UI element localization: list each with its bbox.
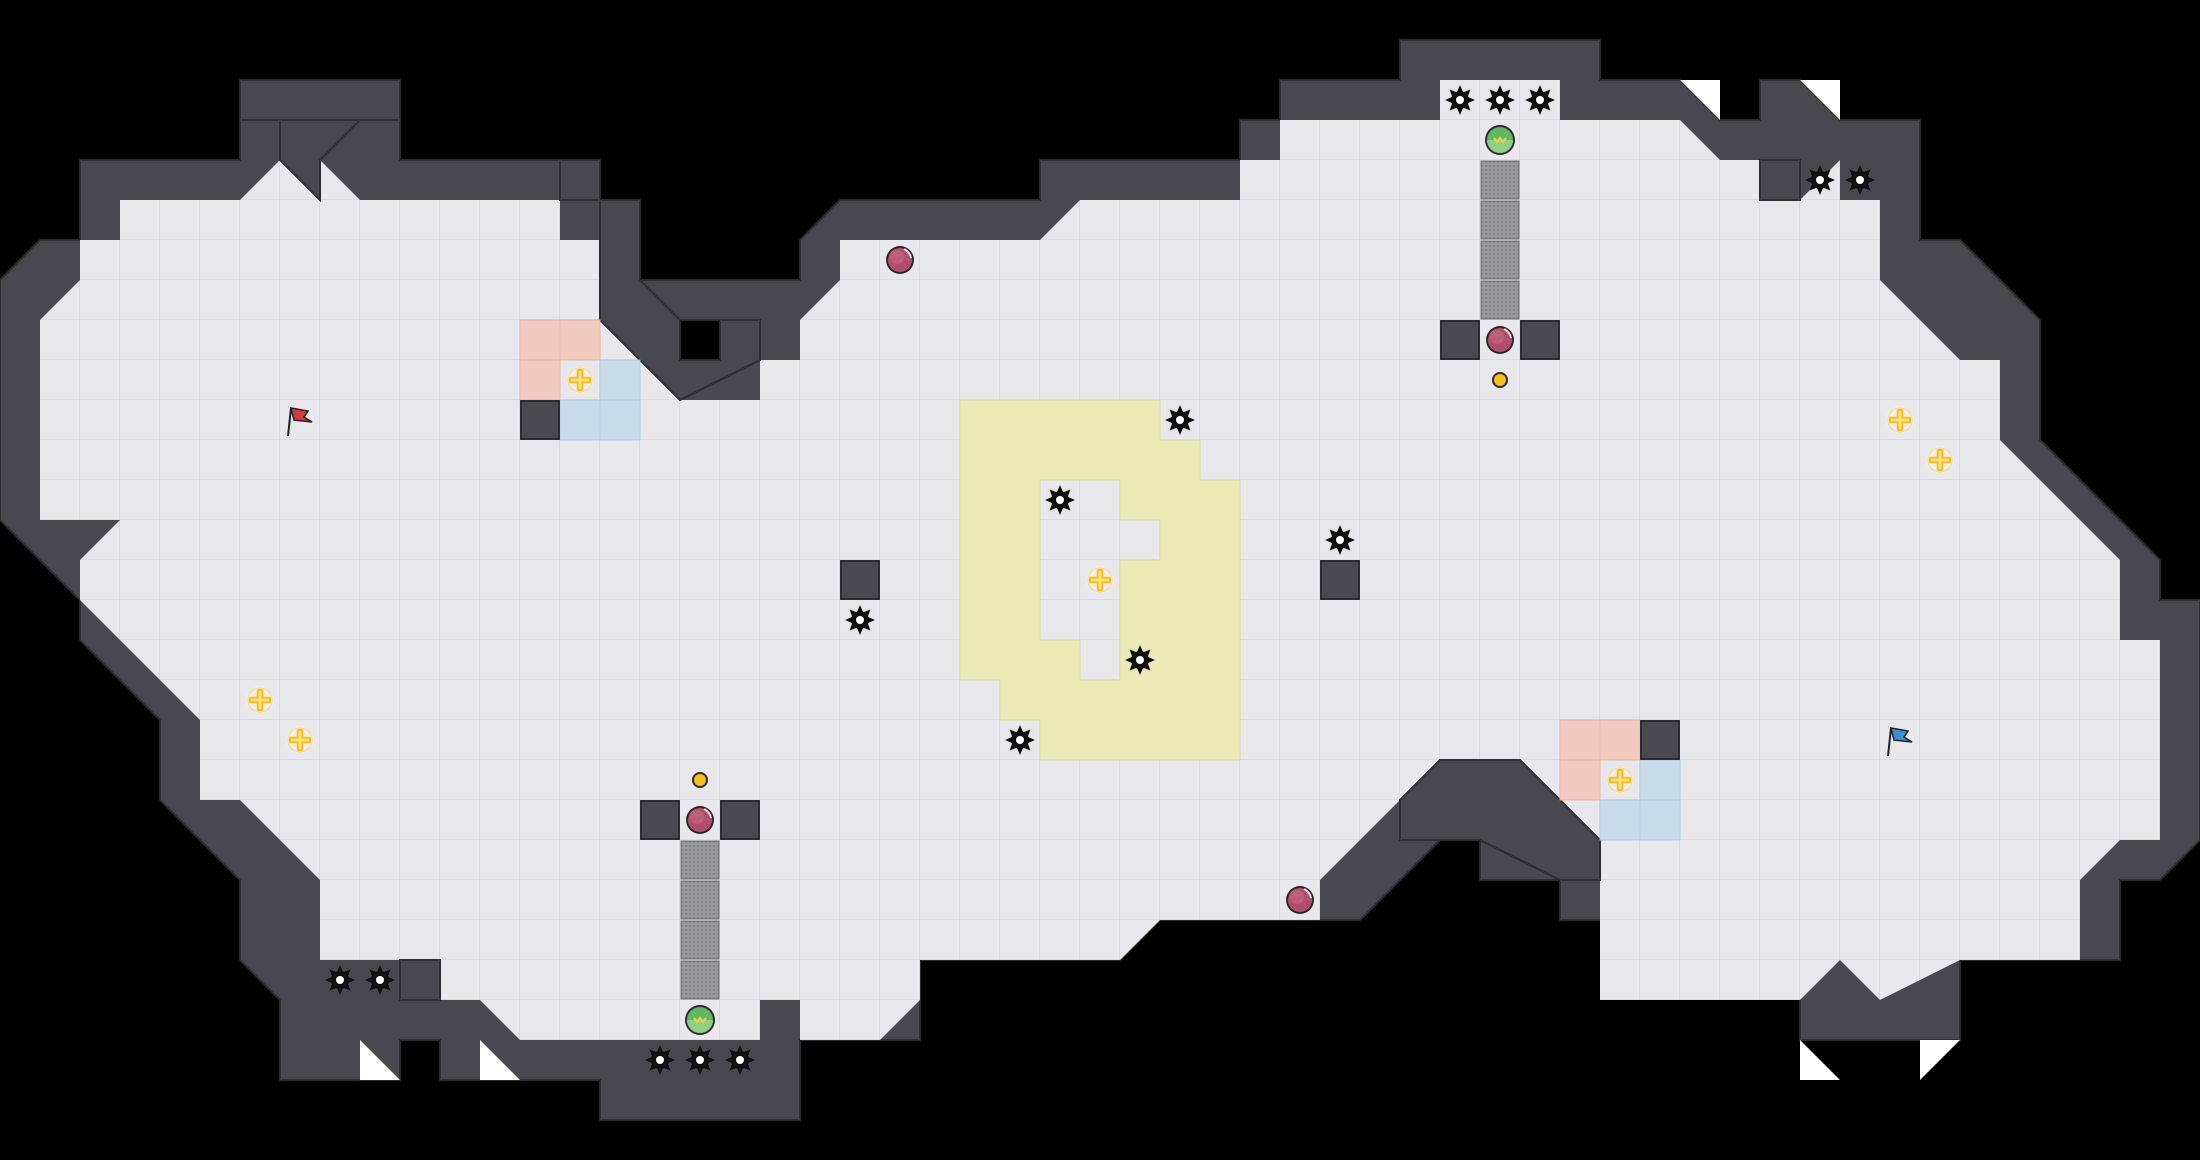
floor bbox=[40, 80, 2160, 1040]
spike-icon bbox=[1525, 85, 1555, 115]
hazard-zone bbox=[959, 399, 1241, 761]
gate-icon bbox=[1480, 200, 1520, 240]
spike-icon bbox=[1845, 165, 1875, 195]
boost-icon bbox=[1483, 123, 1517, 157]
gate-icon bbox=[1480, 240, 1520, 280]
wall-segment bbox=[399, 959, 441, 1001]
wall-hole bbox=[679, 319, 721, 361]
wall-block bbox=[840, 560, 880, 600]
spike-icon bbox=[1485, 85, 1515, 115]
boost-icon bbox=[683, 1003, 717, 1037]
powerup-icon bbox=[1885, 405, 1915, 435]
button-icon bbox=[692, 772, 708, 788]
wall-segment bbox=[1759, 159, 1801, 201]
spike-icon bbox=[365, 965, 395, 995]
wall-block bbox=[640, 800, 680, 840]
spike-icon bbox=[1325, 525, 1355, 555]
blue-team-base bbox=[559, 359, 1681, 841]
spike-icon bbox=[1045, 485, 1075, 515]
wall-block bbox=[720, 800, 760, 840]
wall-block bbox=[1320, 560, 1360, 600]
powerup-icon bbox=[565, 365, 595, 395]
spike-icon bbox=[845, 605, 875, 635]
wall-block bbox=[1640, 720, 1680, 760]
wall-segment bbox=[279, 119, 363, 203]
ball-icon bbox=[1285, 885, 1315, 915]
spike-icon bbox=[1805, 165, 1835, 195]
inner-walls bbox=[239, 79, 1801, 1001]
spike-icon bbox=[1005, 725, 1035, 755]
spike-icon bbox=[725, 1045, 755, 1075]
gate-icon bbox=[680, 920, 720, 960]
red-team-base bbox=[519, 319, 1641, 801]
wall-segment bbox=[239, 79, 401, 121]
wall-block bbox=[1520, 320, 1560, 360]
gate-icon bbox=[680, 840, 720, 880]
ball-icon bbox=[1485, 325, 1515, 355]
wall-block bbox=[1440, 320, 1480, 360]
button-icon bbox=[1492, 372, 1508, 388]
powerup-icon bbox=[285, 725, 315, 755]
gate-icon bbox=[1480, 280, 1520, 320]
spike-icon bbox=[1125, 645, 1155, 675]
wall-block bbox=[520, 400, 560, 440]
wall-segment bbox=[1399, 759, 1601, 881]
spike-icon bbox=[685, 1045, 715, 1075]
wall-blocks bbox=[520, 320, 1680, 840]
wall-segment bbox=[559, 159, 601, 201]
powerup-icon bbox=[1925, 445, 1955, 475]
gate-icon bbox=[680, 880, 720, 920]
spike-icon bbox=[1445, 85, 1475, 115]
spike-icon bbox=[645, 1045, 675, 1075]
powerup-icon bbox=[1605, 765, 1635, 795]
gate-icon bbox=[680, 960, 720, 1000]
ball-icon bbox=[885, 245, 915, 275]
spike-icon bbox=[325, 965, 355, 995]
notch-decorations bbox=[240, 80, 1960, 1080]
powerup-icon bbox=[245, 685, 275, 715]
gate-top bbox=[1480, 160, 1520, 320]
ball-icon bbox=[685, 805, 715, 835]
spike-icon bbox=[1165, 405, 1195, 435]
gate-bottom bbox=[680, 840, 720, 1000]
powerup-icon bbox=[1085, 565, 1115, 595]
gate-icon bbox=[1480, 160, 1520, 200]
